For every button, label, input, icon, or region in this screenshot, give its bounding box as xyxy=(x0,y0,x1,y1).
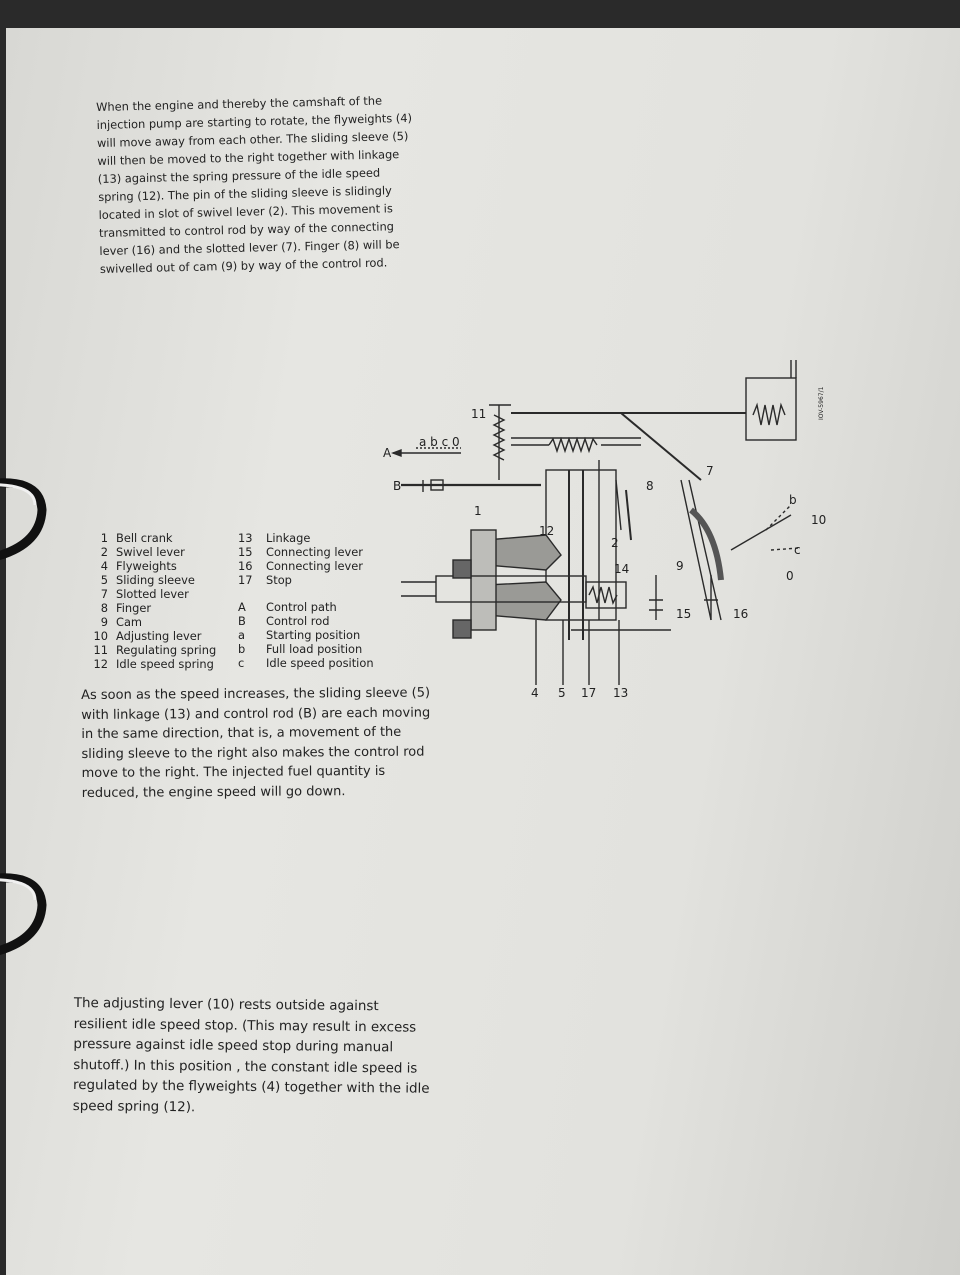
label-13: 13 xyxy=(613,686,628,700)
legend-row: 5 Sliding sleeve xyxy=(88,573,216,587)
legend-row: 15 Connecting lever xyxy=(238,545,363,559)
sleeve-spring xyxy=(588,584,618,606)
label-8: 8 xyxy=(646,479,654,493)
legend-row: 12 Idle speed spring xyxy=(88,657,216,671)
legend-parts-left: 1 Bell crank 2 Swivel lever 4 Flyweights 5 Slid… xyxy=(88,531,217,671)
legend-label: Stop xyxy=(266,573,292,587)
legend-number: c xyxy=(238,656,245,670)
legend-label: Finger xyxy=(116,601,152,615)
intro-paragraph: When the engine and thereby the camshaft… xyxy=(96,93,413,276)
legend-row: 7 Slotted lever xyxy=(88,587,216,601)
legend-number: 9 xyxy=(100,615,108,629)
governor-diagram: A B a b c 0 11 1 12 2 14 8 7 9 10 b c 0 … xyxy=(383,360,826,700)
legend-number: 16 xyxy=(238,559,253,573)
legend-label: Slotted lever xyxy=(116,587,189,601)
legend-label: Idle speed position xyxy=(266,656,374,670)
legend-row: b Full load position xyxy=(238,642,374,656)
legend-row: a Starting position xyxy=(238,628,374,642)
legend-label: Full load position xyxy=(266,642,363,656)
legend-number: 1 xyxy=(100,531,108,545)
legend-label: Adjusting lever xyxy=(116,629,202,643)
label-14: 14 xyxy=(614,562,629,576)
legend-row: c Idle speed position xyxy=(238,656,374,670)
manual-page: When the engine and thereby the camshaft… xyxy=(6,28,960,1275)
legend-number: 10 xyxy=(93,629,109,643)
label-A: A xyxy=(383,446,392,460)
legend-label: Linkage xyxy=(266,531,311,545)
legend-label: Connecting lever xyxy=(266,545,363,559)
legend-number: b xyxy=(238,642,246,656)
label-15: 15 xyxy=(676,607,691,621)
flyweight-lower xyxy=(485,581,562,621)
legend-number: 5 xyxy=(100,573,108,587)
label-17: 17 xyxy=(581,686,596,700)
housing-spring xyxy=(752,402,786,426)
label-B: B xyxy=(393,479,401,493)
legend-label: Sliding sleeve xyxy=(116,573,195,587)
legend-number: 17 xyxy=(238,573,253,587)
legend-label: Idle speed spring xyxy=(116,657,214,671)
label-4: 4 xyxy=(531,686,539,700)
slotted-lever xyxy=(689,507,724,581)
legend-row: 13 Linkage xyxy=(238,531,363,545)
label-9: 9 xyxy=(676,559,684,573)
legend-row: 2 Swivel lever xyxy=(88,545,216,559)
legend-number: 7 xyxy=(100,587,108,601)
spring-housing xyxy=(745,377,797,441)
legend-number: 11 xyxy=(93,643,109,657)
label-7: 7 xyxy=(706,464,714,478)
legend-row: B Control rod xyxy=(238,614,374,628)
label-11: 11 xyxy=(471,407,486,421)
label-1: 1 xyxy=(474,504,482,518)
legend-row: 1 Bell crank xyxy=(88,531,216,545)
legend-number: 2 xyxy=(100,545,108,559)
legend-row: 16 Connecting lever xyxy=(238,559,363,573)
label-10: 10 xyxy=(811,513,826,527)
legend-label: Swivel lever xyxy=(116,545,185,559)
legend-number: A xyxy=(238,600,246,614)
legend-row: 17 Stop xyxy=(238,573,363,587)
legend-label: Cam xyxy=(116,615,143,629)
legend-number: 8 xyxy=(100,601,108,615)
legend-row: 9 Cam xyxy=(88,615,216,629)
binder-ring-lower xyxy=(0,873,47,955)
legend-label: Starting position xyxy=(266,628,361,642)
binder-ring-upper xyxy=(0,478,47,560)
label-0: 0 xyxy=(786,569,794,583)
label-b: b xyxy=(789,493,797,507)
legend-number: 13 xyxy=(238,531,253,545)
legend-number: 4 xyxy=(100,559,108,573)
drawing-code: IOV-5967/1 xyxy=(818,386,825,420)
legend-label: Flyweights xyxy=(116,559,177,573)
label-5: 5 xyxy=(558,686,566,700)
flyweight-upper xyxy=(485,534,562,571)
idle-speed-spring xyxy=(548,436,598,454)
legend-label: Control path xyxy=(266,600,337,614)
legend-label: Bell crank xyxy=(116,531,173,545)
legend-row: 10 Adjusting lever xyxy=(88,629,216,643)
label-c: c xyxy=(794,543,801,557)
legend-number: 12 xyxy=(93,657,109,671)
legend-label: Regulating spring xyxy=(116,643,217,657)
speed-increase-paragraph: As soon as the speed increases, the slid… xyxy=(81,685,431,801)
legend-label: Control rod xyxy=(266,614,330,628)
label-16: 16 xyxy=(733,607,748,621)
legend-row: 4 Flyweights xyxy=(88,559,216,573)
legend-label: Connecting lever xyxy=(266,559,363,573)
legend-number: a xyxy=(238,628,245,642)
legend-row: A Control path xyxy=(238,600,374,614)
idle-stop-paragraph: The adjusting lever (10) rests outside a… xyxy=(72,995,430,1115)
label-2: 2 xyxy=(611,536,619,550)
legend-number: B xyxy=(238,614,246,628)
legend-number: 15 xyxy=(238,545,253,559)
label-12: 12 xyxy=(539,524,554,538)
scale-label: a b c 0 xyxy=(419,435,460,449)
legend-row: 11 Regulating spring xyxy=(88,643,217,657)
legend-row: 8 Finger xyxy=(88,601,216,615)
